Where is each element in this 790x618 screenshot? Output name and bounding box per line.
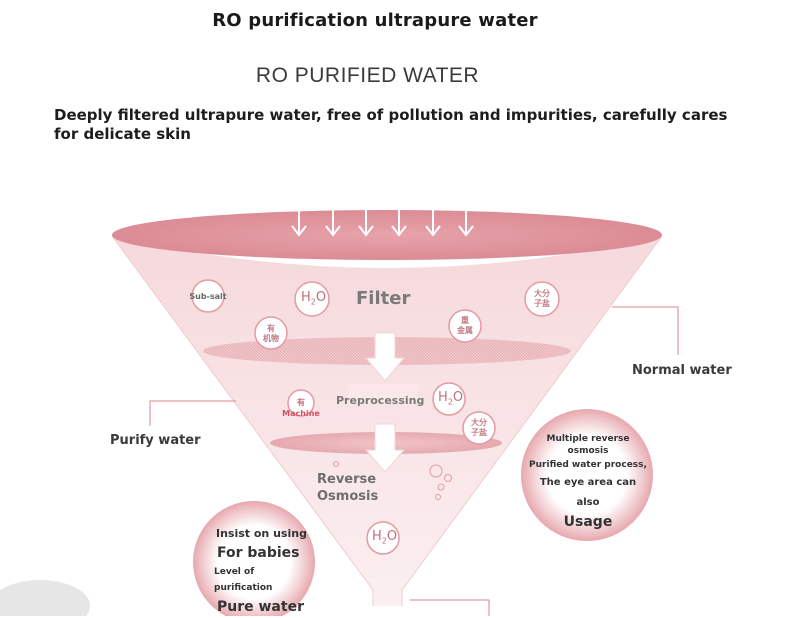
osmosis-line: Osmosis — [317, 489, 379, 504]
heavy-metal-molecule — [448, 309, 482, 343]
right-circle-line: The eye area can also — [539, 477, 637, 508]
organic-molecule — [254, 316, 288, 350]
h2o-label: H2O — [372, 529, 397, 546]
two-text: 2 — [310, 297, 316, 307]
bubbles — [333, 461, 452, 500]
right-circle-line: Usage — [563, 514, 613, 530]
right-circle-line: osmosis — [567, 446, 609, 456]
organic-label: 有 机物 — [259, 324, 283, 344]
process-arrow-icon — [364, 423, 406, 473]
big-molecule-label: 大分 子盐 — [530, 289, 554, 309]
left-circle-line: For babies — [217, 545, 300, 561]
o-text: O — [452, 390, 464, 405]
two-text: 2 — [447, 397, 453, 407]
funnel-top-disk — [112, 210, 662, 260]
process-arrow-icon — [364, 332, 406, 382]
left-circle-line: Insist on using — [216, 527, 307, 540]
inflow-arrows — [291, 186, 474, 237]
h2o-molecule — [366, 521, 400, 555]
heavy-metal-label: 重 金属 — [453, 316, 477, 336]
sub-salt-molecule — [191, 279, 225, 313]
big-molecule-salt — [462, 411, 496, 445]
big-molecule-line: 大分 — [471, 418, 487, 427]
h2o-label: H2O — [301, 290, 326, 307]
decorative-blob — [0, 580, 90, 616]
h2o-molecule — [432, 382, 466, 416]
arrow-down-icon — [325, 186, 341, 237]
reverse-line: Reverse — [317, 472, 377, 487]
arrow-down-icon — [358, 186, 374, 237]
right-circle-text: Multiple reverse osmosis Purified water … — [527, 433, 649, 531]
o-text: O — [386, 529, 398, 544]
organic-line: 机物 — [263, 334, 279, 343]
arrow-down-icon — [458, 186, 474, 237]
machine-top-label: 有 — [297, 398, 305, 407]
h-text: H — [438, 390, 448, 405]
organic-line: 有 — [267, 324, 275, 333]
h2o-molecule — [294, 281, 330, 317]
two-text: 2 — [381, 536, 387, 546]
purify-water-label: Purify water — [110, 433, 201, 448]
right-info-circle — [521, 409, 653, 541]
page-description: Deeply filtered ultrapure water, free of… — [54, 106, 728, 143]
left-circle-line: Pure water — [217, 599, 304, 615]
preprocessing-shadow — [348, 384, 418, 402]
big-molecule-line: 子盐 — [471, 428, 487, 437]
normal-water-label: Normal water — [632, 363, 732, 378]
big-molecule-line: 大分 — [534, 289, 550, 298]
right-circle-line: Multiple reverse — [546, 434, 630, 444]
heavy-metal-line: 金属 — [457, 326, 473, 335]
page-subtitle: RO PURIFIED WATER — [255, 64, 480, 87]
h-text: H — [372, 529, 382, 544]
left-info-circle — [193, 501, 315, 616]
stage-filter-label: Filter — [356, 288, 411, 309]
right-circle-line: Purified water process, — [529, 460, 647, 470]
page-title: RO purification ultrapure water — [212, 10, 538, 31]
funnel-body — [111, 235, 663, 606]
left-circle-line: Level of purification — [214, 567, 273, 593]
big-molecule-label: 大分 子盐 — [467, 418, 491, 438]
machine-label: Machine — [282, 409, 320, 418]
h2o-label: H2O — [438, 390, 463, 407]
big-molecule-line: 子盐 — [534, 299, 550, 308]
sub-salt-label: Sub-salt — [189, 292, 227, 301]
left-circle-text: Insist on using For babies Level of puri… — [202, 526, 312, 618]
arrow-down-icon — [425, 186, 441, 237]
arrow-down-icon — [291, 186, 307, 237]
callout-lines — [149, 306, 679, 616]
big-molecule-salt — [524, 281, 560, 317]
arrow-down-icon — [391, 186, 407, 237]
h-text: H — [301, 290, 311, 305]
heavy-metal-line: 重 — [461, 316, 469, 325]
stage-preprocessing-label: Preprocessing — [336, 394, 425, 407]
machine-molecule — [287, 389, 315, 417]
stage-reverse-osmosis-label: Reverse Osmosis — [317, 471, 378, 505]
o-text: O — [315, 290, 327, 305]
